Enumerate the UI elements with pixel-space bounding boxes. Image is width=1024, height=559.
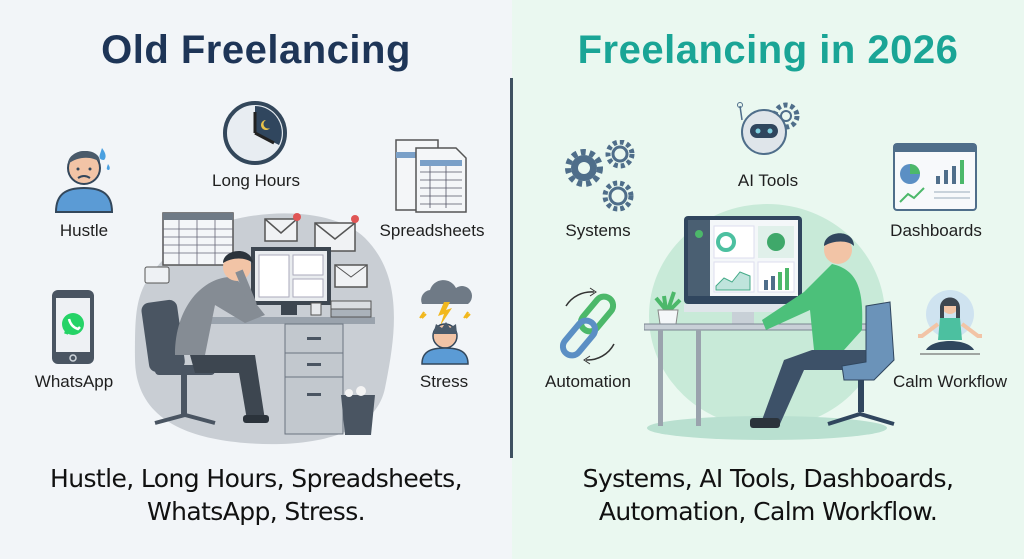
sweating-person-icon	[54, 148, 114, 213]
calm-worker-illustration	[644, 216, 895, 428]
freelancing-2026-panel: Freelancing in 2026 Systems AI Tools Das…	[512, 0, 1024, 559]
gears-icon	[565, 140, 635, 212]
old-freelancing-title: Old Freelancing	[101, 28, 411, 72]
clock-icon	[223, 101, 287, 165]
old-freelancing-caption: Hustle, Long Hours, Spreadsheets, WhatsA…	[0, 462, 512, 528]
caption-line-2: Automation, Calm Workflow.	[598, 497, 938, 526]
robot-icon	[737, 102, 800, 155]
dashboards-label: Dashboards	[890, 221, 982, 240]
storm-cloud-person-icon	[419, 280, 472, 365]
spreadsheets-label: Spreadsheets	[379, 221, 485, 240]
caption-line-2: WhatsApp, Stress.	[146, 497, 366, 526]
hustle-label: Hustle	[59, 221, 109, 240]
ai-tools-label: AI Tools	[737, 171, 799, 190]
long-hours-label: Long Hours	[212, 171, 300, 190]
caption-line-1: Systems, AI Tools, Dashboards,	[582, 464, 954, 493]
systems-label: Systems	[565, 221, 631, 240]
dashboard-icon	[893, 143, 977, 211]
whatsapp-label: WhatsApp	[34, 372, 114, 391]
stress-label: Stress	[419, 372, 469, 391]
meditation-icon	[918, 290, 982, 355]
freelancing-2026-caption: Systems, AI Tools, Dashboards, Automatio…	[512, 462, 1024, 528]
center-divider	[510, 78, 513, 458]
caption-line-1: Hustle, Long Hours, Spreadsheets,	[50, 464, 463, 493]
spreadsheet-icon	[395, 139, 467, 213]
calm-workflow-label: Calm Workflow	[893, 372, 1007, 391]
automation-label: Automation	[545, 372, 631, 391]
old-freelancing-panel: Old Freelancing Hustle Long Hours Spread…	[0, 0, 512, 559]
chain-link-icon	[559, 287, 617, 365]
freelancing-2026-title: Freelancing in 2026	[577, 28, 959, 72]
whatsapp-phone-icon	[52, 290, 94, 364]
stressed-worker-illustration	[141, 212, 375, 435]
